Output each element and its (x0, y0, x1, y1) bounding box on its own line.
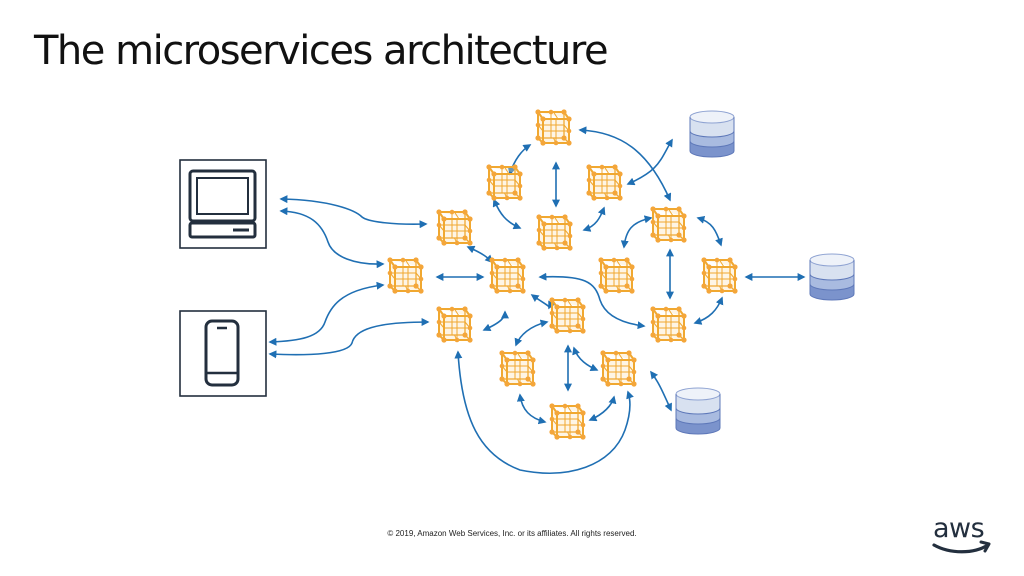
microservice-node (585, 163, 624, 202)
copyright-footer: © 2019, Amazon Web Services, Inc. or its… (387, 529, 637, 538)
microservice-node (649, 305, 688, 344)
database-icon (809, 253, 855, 301)
microservice-node (599, 349, 638, 388)
database-icon (675, 387, 721, 435)
desktop-client (179, 159, 267, 249)
microservice-node (488, 256, 527, 295)
microservice-node (498, 349, 537, 388)
microservice-node (534, 108, 573, 147)
microservice-node (548, 296, 587, 335)
microservice-node (435, 208, 474, 247)
aws-smile-icon (932, 543, 990, 554)
microservice-node (548, 402, 587, 441)
microservice-node (386, 256, 425, 295)
microservice-node (649, 205, 688, 244)
mobile-client (179, 310, 267, 397)
connection-arrows (268, 126, 806, 474)
microservice-node (535, 213, 574, 252)
microservice-node (435, 305, 474, 344)
mobile-phone-icon (204, 319, 240, 387)
microservice-node (597, 256, 636, 295)
aws-logo: aws (932, 513, 991, 554)
aws-logo-text: aws (933, 513, 984, 544)
desktop-computer-icon (188, 169, 257, 239)
slide-title: The microservices architecture (34, 28, 609, 74)
microservice-node (485, 163, 524, 202)
database-icon (689, 110, 735, 158)
microservice-node (700, 256, 739, 295)
